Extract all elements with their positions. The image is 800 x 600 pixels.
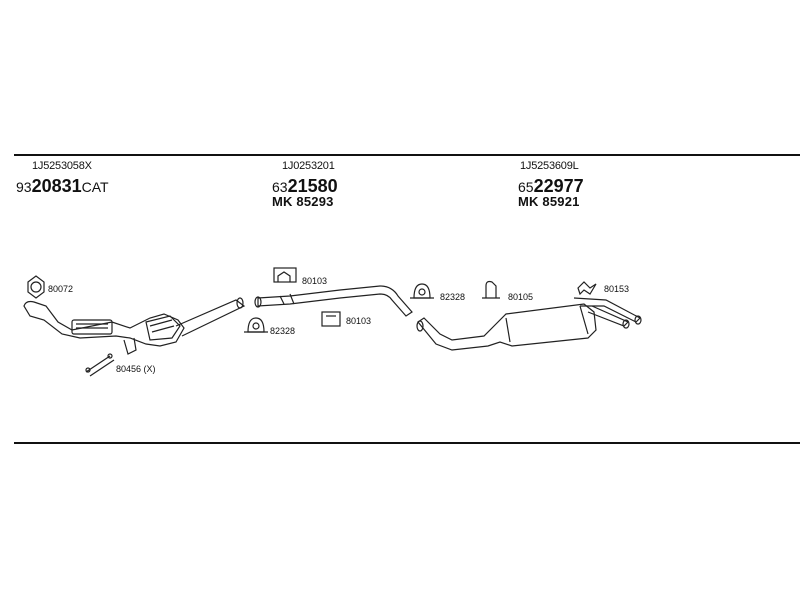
- part-code-catalyst: 9320831CAT: [16, 176, 109, 197]
- bracket-icon: [321, 311, 341, 327]
- part-label-hanger-105: 80105: [508, 292, 534, 302]
- part-label-hanger-153: 80153: [604, 284, 630, 294]
- mk-number-front-pipe: MK 85293: [272, 194, 334, 209]
- oe-number-front-pipe: 1J0253201: [282, 160, 335, 172]
- part-label-mount-kit: 80456 (X): [116, 364, 156, 374]
- part-label-bracket-lower: 80103: [346, 316, 372, 326]
- clamp-icon: [244, 317, 268, 333]
- bottom-rule: [14, 442, 800, 444]
- part-label-gasket: 80072: [48, 284, 74, 294]
- part-code-suffix: CAT: [81, 179, 109, 195]
- part-label-bracket-upper: 80103: [302, 276, 328, 286]
- part-code-front-pipe: 6321580: [272, 176, 338, 197]
- rear-silencer-part: [416, 297, 642, 351]
- part-code-rear-silencer: 6522977: [518, 176, 584, 197]
- rubber-hanger-icon: [482, 280, 500, 299]
- oe-number-rear-silencer: 1J5253609L: [520, 160, 579, 172]
- part-code-main: 22977: [533, 176, 584, 196]
- gasket-ring-icon: [27, 275, 45, 299]
- part-code-main: 21580: [287, 176, 338, 196]
- hanger-icon: [577, 281, 597, 296]
- catalytic-converter-part: [23, 297, 246, 355]
- clamp-icon: [410, 283, 434, 299]
- mk-number-rear-silencer: MK 85921: [518, 194, 580, 209]
- mount-kit-icon: [85, 353, 115, 377]
- part-code-prefix: 93: [16, 179, 32, 195]
- oe-number-catalyst: 1J5253058X: [32, 160, 92, 172]
- part-label-clamp-left: 82328: [270, 326, 296, 336]
- part-code-prefix: 65: [518, 179, 534, 195]
- part-label-clamp-right: 82328: [440, 292, 466, 302]
- bracket-icon: [273, 267, 297, 283]
- front-pipe-part: [254, 285, 413, 317]
- part-code-prefix: 63: [272, 179, 288, 195]
- part-code-main: 20831: [31, 176, 82, 196]
- top-rule: [14, 154, 800, 156]
